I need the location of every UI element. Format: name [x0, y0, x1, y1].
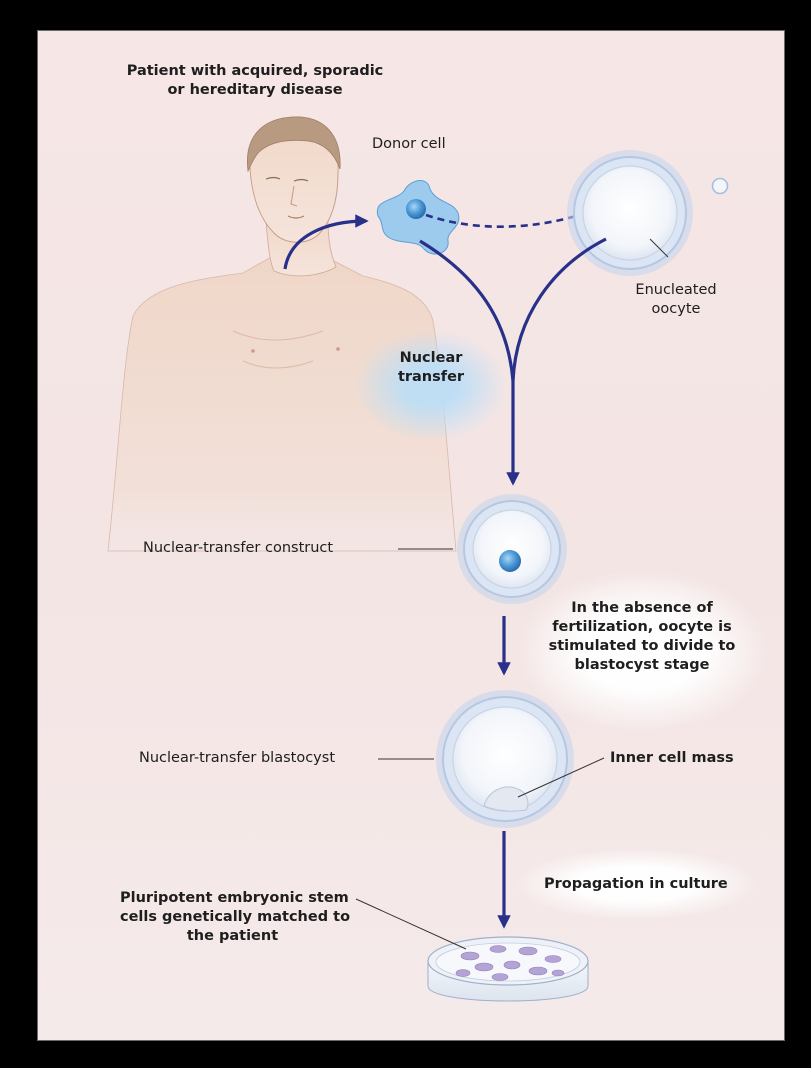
nuclear-transfer-label-line-2: transfer — [381, 368, 481, 387]
stem-cells-label-line — [356, 899, 466, 949]
stimulation-note: In the absence of fertilization, oocyte … — [537, 599, 747, 675]
donor-cell — [377, 181, 459, 255]
petri-dish — [428, 937, 588, 1001]
diagram-panel: Patient with acquired, sporadic or hered… — [37, 30, 785, 1041]
nuclear-transfer-construct — [457, 494, 567, 604]
nuclear-transfer-label: Nuclear transfer — [381, 349, 481, 387]
stem-cells-label-line-2: cells genetically matched to — [120, 908, 345, 927]
stimulation-note-line-3: stimulated to divide to — [537, 637, 747, 656]
donor-nucleus — [406, 199, 426, 219]
construct-label: Nuclear-transfer construct — [143, 539, 333, 558]
construct-nucleus — [499, 550, 521, 572]
inner-cell-mass-label: Inner cell mass — [610, 749, 734, 768]
donor-cell-label: Donor cell — [372, 135, 446, 154]
nuclear-transfer-label-line-1: Nuclear — [381, 349, 481, 368]
propagation-label: Propagation in culture — [544, 875, 728, 894]
stimulation-note-line-2: fertilization, oocyte is — [537, 618, 747, 637]
nuclear-transfer-blastocyst — [436, 690, 574, 828]
patient-label-line-1: Patient with acquired, sporadic — [110, 62, 400, 81]
enucleated-oocyte-label-line-1: Enucleated — [621, 281, 731, 300]
enucleated-oocyte-label-line-2: oocyte — [621, 300, 731, 319]
patient-label-line-2: or hereditary disease — [110, 81, 400, 100]
stem-cells-label-line-3: the patient — [120, 927, 345, 946]
removed-nucleus — [713, 179, 728, 194]
enucleated-oocyte-label: Enucleated oocyte — [621, 281, 731, 319]
stem-cells-label-line-1: Pluripotent embryonic stem — [120, 889, 345, 908]
stem-cells-label: Pluripotent embryonic stem cells genetic… — [120, 889, 345, 946]
stimulation-note-line-4: blastocyst stage — [537, 656, 747, 675]
enucleated-oocyte — [567, 150, 693, 276]
stimulation-note-line-1: In the absence of — [537, 599, 747, 618]
blastocyst-label: Nuclear-transfer blastocyst — [139, 749, 335, 768]
patient-label: Patient with acquired, sporadic or hered… — [110, 62, 400, 100]
